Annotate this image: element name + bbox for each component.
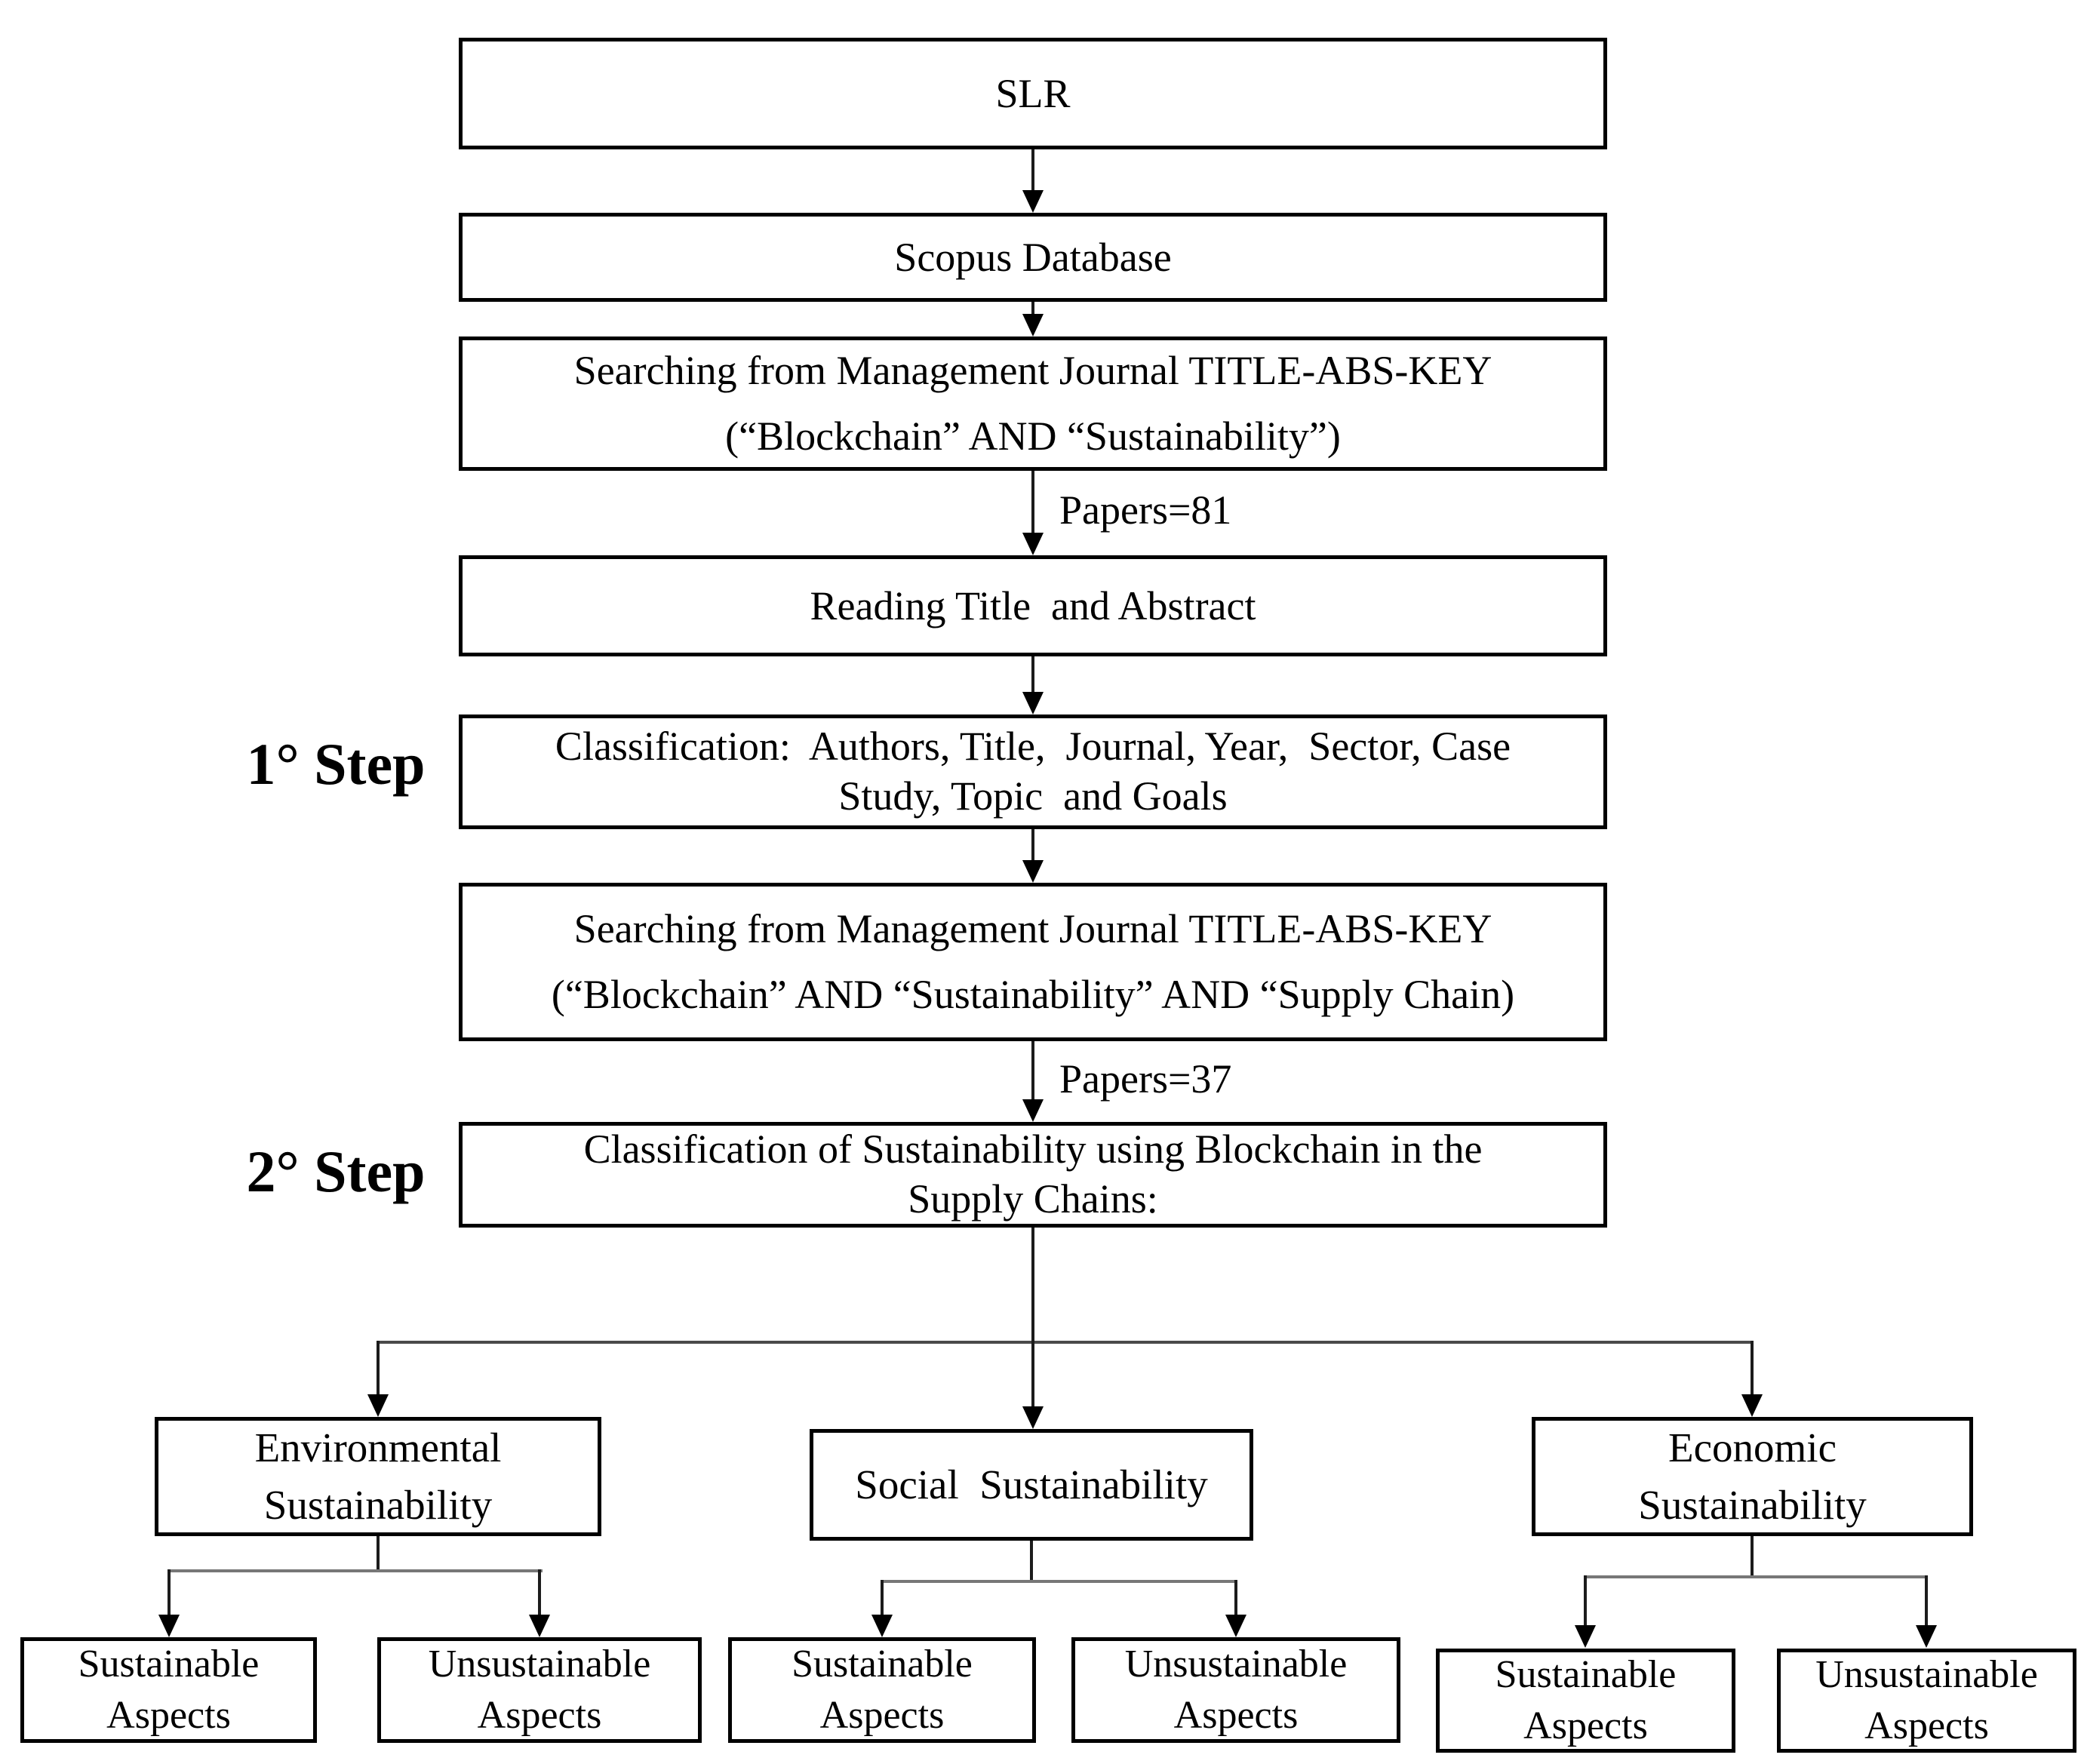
leaf-label-line: Sustainable bbox=[1495, 1653, 1677, 1697]
leaf-label-line: Aspects bbox=[1173, 1694, 1299, 1737]
leaf-label-line: Aspects bbox=[1523, 1704, 1648, 1747]
slr-box: SLR bbox=[459, 38, 1607, 149]
branch-drop-economic bbox=[1751, 1341, 1754, 1397]
arrow-down-icon bbox=[529, 1615, 550, 1637]
branch-stem-line bbox=[1031, 1228, 1034, 1342]
search-query-2-line1: Searching from Management Journal TITLE-… bbox=[573, 905, 1492, 951]
arrow-down-icon bbox=[1575, 1625, 1596, 1648]
environmental-unsustainable-drop bbox=[538, 1569, 541, 1630]
search-query-1-line1: Searching from Management Journal TITLE-… bbox=[573, 347, 1492, 393]
arrow-down-icon bbox=[1741, 1394, 1763, 1417]
social-split-line bbox=[881, 1580, 1237, 1583]
leaf-label-line: Unsustainable bbox=[428, 1643, 651, 1686]
connector-scopus-search1 bbox=[1031, 302, 1034, 317]
leaf-label-line: Sustainable bbox=[78, 1643, 260, 1686]
connector-search2-classification2 bbox=[1031, 1041, 1034, 1102]
arrow-down-icon bbox=[1022, 314, 1044, 337]
connector-slr-scopus bbox=[1031, 149, 1034, 193]
social-split-stem bbox=[1030, 1541, 1033, 1581]
arrow-down-icon bbox=[871, 1615, 893, 1637]
environmental-line2: Sustainability bbox=[263, 1482, 493, 1528]
social-unsustainable-drop bbox=[1234, 1580, 1237, 1616]
arrow-down-icon bbox=[367, 1394, 389, 1417]
papers-81-label: Papers=81 bbox=[1059, 487, 1232, 533]
reading-title-abstract-box: Reading Title and Abstract bbox=[459, 555, 1607, 656]
leaf-label-line: Unsustainable bbox=[1124, 1643, 1348, 1686]
environmental-line1: Environmental bbox=[254, 1424, 502, 1471]
leaf-label-line: Unsustainable bbox=[1815, 1653, 2038, 1697]
branch-horizontal-line bbox=[377, 1341, 1754, 1344]
arrow-down-icon bbox=[1022, 190, 1044, 213]
environmental-sustainability-box: Environmental Sustainability bbox=[155, 1417, 601, 1536]
search-query-2-line2: (“Blockchain” AND “Sustainability” AND “… bbox=[551, 972, 1515, 1017]
unsustainable-aspects-box-economic: Unsustainable Aspects bbox=[1777, 1649, 2076, 1753]
classification-step2-line1: Classification of Sustainability using B… bbox=[583, 1126, 1483, 1172]
social-sustainability-box: Social Sustainability bbox=[810, 1429, 1253, 1541]
reading-title-abstract-label: Reading Title and Abstract bbox=[810, 582, 1256, 628]
classification-step1-line2: Study, Topic and Goals bbox=[838, 773, 1228, 819]
arrow-down-icon bbox=[1022, 1406, 1044, 1429]
arrow-down-icon bbox=[158, 1615, 180, 1637]
social-line1: Social Sustainability bbox=[855, 1461, 1208, 1508]
economic-line1: Economic bbox=[1668, 1424, 1837, 1471]
sustainable-aspects-box-social: Sustainable Aspects bbox=[728, 1637, 1036, 1743]
connector-reading-classification1 bbox=[1031, 656, 1034, 695]
classification-step1-line1: Classification: Authors, Title, Journal,… bbox=[555, 724, 1511, 770]
leaf-label-line: Aspects bbox=[106, 1694, 231, 1737]
environmental-sustainable-drop bbox=[168, 1569, 171, 1630]
arrow-down-icon bbox=[1225, 1615, 1246, 1637]
leaf-label-line: Aspects bbox=[1864, 1704, 1989, 1747]
unsustainable-aspects-box-environmental: Unsustainable Aspects bbox=[377, 1637, 702, 1743]
unsustainable-aspects-box-social: Unsustainable Aspects bbox=[1071, 1637, 1400, 1743]
classification-step2-box: Classification of Sustainability using B… bbox=[459, 1122, 1607, 1228]
arrow-down-icon bbox=[1916, 1625, 1937, 1648]
sustainable-aspects-box-environmental: Sustainable Aspects bbox=[20, 1637, 317, 1743]
leaf-label-line: Sustainable bbox=[792, 1643, 973, 1686]
economic-line2: Sustainability bbox=[1638, 1482, 1867, 1528]
scopus-database-box: Scopus Database bbox=[459, 213, 1607, 302]
environmental-split-line bbox=[168, 1569, 543, 1572]
leaf-label-line: Aspects bbox=[819, 1694, 945, 1737]
scopus-database-label: Scopus Database bbox=[894, 234, 1172, 280]
search-query-1-line2: (“Blockchain” AND “Sustainability”) bbox=[725, 413, 1341, 459]
arrow-down-icon bbox=[1022, 533, 1044, 555]
search-query-2-box: Searching from Management Journal TITLE-… bbox=[459, 883, 1607, 1041]
classification-step2-line2: Supply Chains: bbox=[908, 1176, 1158, 1222]
papers-37-label: Papers=37 bbox=[1059, 1056, 1232, 1102]
connector-classification1-search2 bbox=[1031, 829, 1034, 863]
step-2-label: 2° Step bbox=[246, 1139, 426, 1204]
economic-split-line bbox=[1584, 1575, 1928, 1578]
branch-drop-environmental bbox=[377, 1341, 380, 1397]
arrow-down-icon bbox=[1022, 1099, 1044, 1122]
connector-search1-reading bbox=[1031, 471, 1034, 536]
environmental-split-stem bbox=[377, 1536, 380, 1571]
classification-step1-box: Classification: Authors, Title, Journal,… bbox=[459, 715, 1607, 829]
economic-split-stem bbox=[1751, 1536, 1754, 1577]
arrow-down-icon bbox=[1022, 860, 1044, 883]
step-1-label: 1° Step bbox=[246, 731, 426, 797]
social-sustainable-drop bbox=[881, 1580, 884, 1616]
leaf-label-line: Aspects bbox=[477, 1694, 602, 1737]
branch-drop-social bbox=[1031, 1341, 1034, 1409]
economic-unsustainable-drop bbox=[1925, 1575, 1928, 1627]
economic-sustainability-box: Economic Sustainability bbox=[1532, 1417, 1973, 1536]
economic-sustainable-drop bbox=[1584, 1575, 1587, 1627]
slr-label: SLR bbox=[995, 70, 1071, 116]
search-query-1-box: Searching from Management Journal TITLE-… bbox=[459, 337, 1607, 471]
sustainable-aspects-box-economic: Sustainable Aspects bbox=[1436, 1649, 1735, 1753]
arrow-down-icon bbox=[1022, 692, 1044, 715]
